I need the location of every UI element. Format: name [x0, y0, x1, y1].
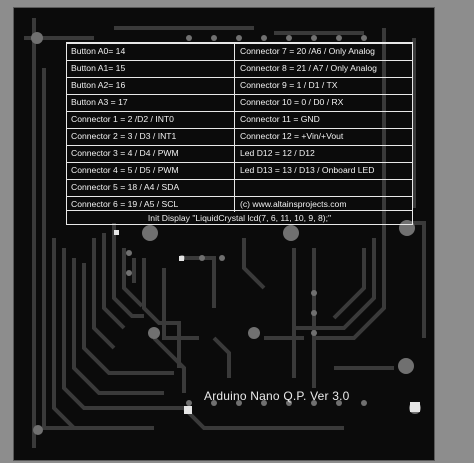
board-title: Arduino Nano Q.P. Ver 3.0 [204, 389, 350, 403]
table-row: Connector 2 = 3 / D3 / INT1 Connector 12… [67, 128, 412, 143]
table-row: Button A3 = 17 Connector 10 = 0 / D0 / R… [67, 94, 412, 109]
pin-label: Connector 9 = 1 / D1 / TX [240, 80, 338, 90]
table-divider [234, 43, 235, 212]
pin-label: Connector 5 = 18 / A4 / SDA [71, 182, 180, 192]
table-row: Button A0= 14 Connector 7 = 20 /A6 / Onl… [67, 43, 412, 58]
pin-label: Connector 10 = 0 / D0 / RX [240, 97, 344, 107]
init-display-row: Init Display "LiquidCrystal lcd(7, 6, 11… [67, 210, 412, 225]
copyright-label: (c) www.altainsprojects.com [240, 199, 347, 209]
pin-mapping-table: Button A0= 14 Connector 7 = 20 /A6 / Onl… [66, 42, 413, 225]
pin-label: Button A3 = 17 [71, 97, 128, 107]
pin-label: Connector 4 = 5 / D5 / PWM [71, 165, 179, 175]
pin-label: Connector 3 = 4 / D4 / PWM [71, 148, 179, 158]
pin-label: Connector 1 = 2 /D2 / INT0 [71, 114, 174, 124]
pin-label: Connector 8 = 21 / A7 / Only Analog [240, 63, 377, 73]
table-row: Connector 5 = 18 / A4 / SDA [67, 179, 412, 194]
pin-label: Button A0= 14 [71, 46, 126, 56]
pin-label: Button A2= 16 [71, 80, 126, 90]
pin-label: Connector 7 = 20 /A6 / Only Analog [240, 46, 375, 56]
table-row: Connector 6 = 19 / A5 / SCL (c) www.alta… [67, 196, 412, 211]
pcb-traces [24, 18, 426, 448]
table-row: Button A1= 15 Connector 8 = 21 / A7 / On… [67, 60, 412, 75]
table-row: Button A2= 16 Connector 9 = 1 / D1 / TX [67, 77, 412, 92]
pin-label: Button A1= 15 [71, 63, 126, 73]
pin-label: Connector 11 = GND [240, 114, 320, 124]
table-row: Connector 4 = 5 / D5 / PWM Led D13 = 13 … [67, 162, 412, 177]
pin-label: Connector 12 = +Vin/+Vout [240, 131, 344, 141]
pin-label: Connector 6 = 19 / A5 / SCL [71, 199, 179, 209]
pin-label: Led D12 = 12 / D12 [240, 148, 315, 158]
table-row: Connector 1 = 2 /D2 / INT0 Connector 11 … [67, 111, 412, 126]
table-row: Connector 3 = 4 / D4 / PWM Led D12 = 12 … [67, 145, 412, 160]
pin-label: Connector 2 = 3 / D3 / INT1 [71, 131, 177, 141]
pin-label: Led D13 = 13 / D13 / Onboard LED [240, 165, 375, 175]
pcb-board: Button A0= 14 Connector 7 = 20 /A6 / Onl… [14, 8, 434, 460]
